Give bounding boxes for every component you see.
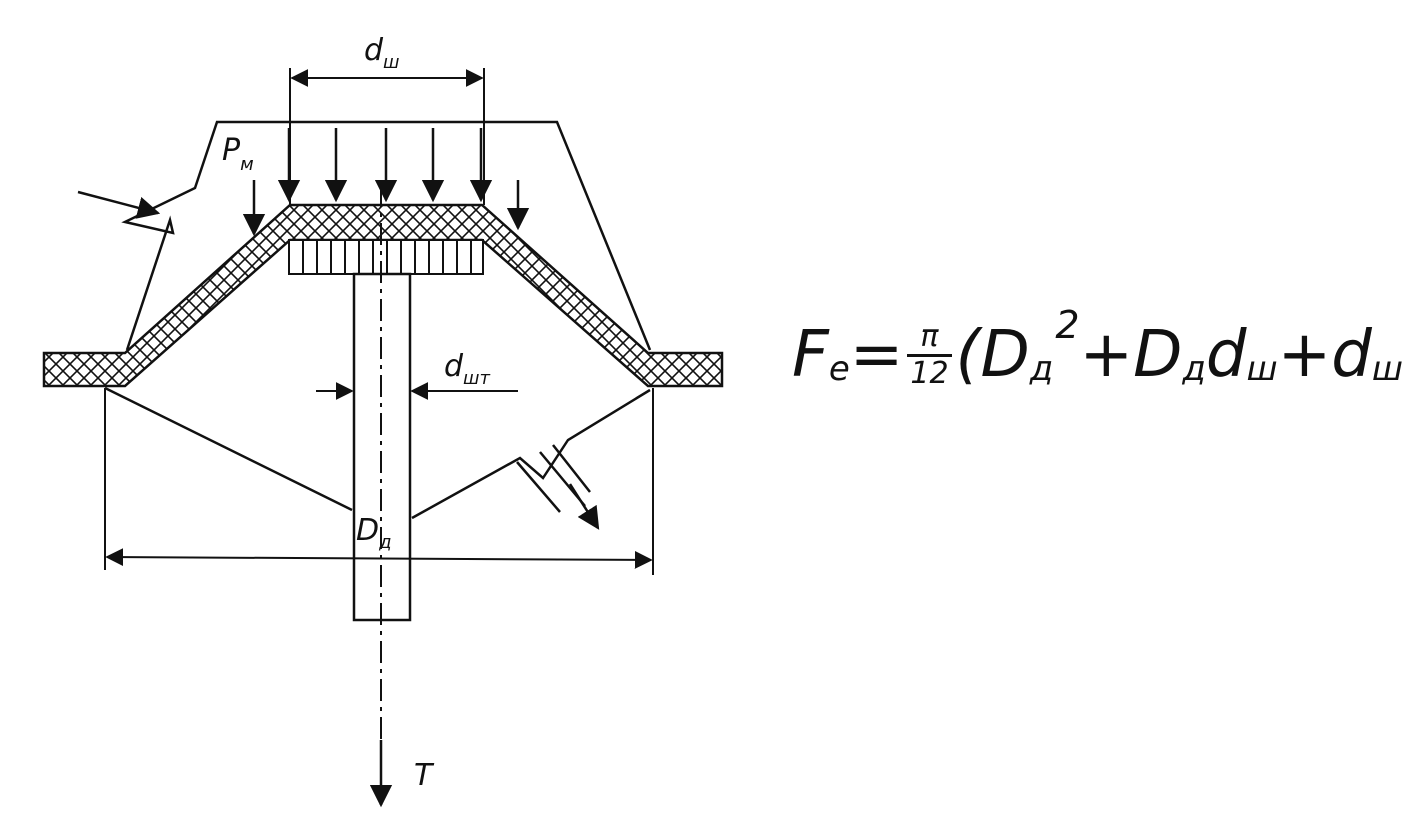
term1-sup: 2 bbox=[1055, 303, 1080, 347]
formula-plus-1: + bbox=[1079, 318, 1134, 392]
label-t: T bbox=[414, 758, 435, 793]
fraction-denominator: 12 bbox=[907, 353, 952, 389]
label-dwt: dшт bbox=[444, 349, 491, 389]
outlet-arrow bbox=[568, 483, 600, 530]
label-dw: dш bbox=[364, 33, 400, 73]
dimension-dd bbox=[104, 388, 654, 575]
formula-plus-2: + bbox=[1277, 318, 1332, 392]
lower-housing bbox=[104, 386, 651, 520]
label-pm: Pм bbox=[222, 133, 254, 175]
term2-second-sub: ш bbox=[1246, 349, 1278, 389]
outlet-nozzle bbox=[516, 444, 591, 513]
support-disk bbox=[288, 239, 484, 275]
formula-lhs: F bbox=[792, 318, 829, 392]
pressure-arrows bbox=[242, 128, 530, 237]
formula-open-paren: ( bbox=[955, 318, 981, 392]
term2-second-base: d bbox=[1205, 318, 1247, 392]
term2-first-base: D bbox=[1133, 318, 1183, 392]
formula-equals: = bbox=[849, 318, 904, 392]
label-dd: Dд bbox=[356, 513, 392, 553]
formula-lhs-sub: e bbox=[828, 349, 850, 389]
fraction-numerator: π bbox=[920, 318, 939, 354]
term1-base: D bbox=[980, 318, 1030, 392]
term3-sub: ш bbox=[1371, 349, 1404, 389]
term1-sub: д bbox=[1029, 349, 1054, 389]
term2-first-sub: д bbox=[1182, 349, 1206, 389]
inlet-arrow bbox=[77, 190, 161, 219]
term3-base: d bbox=[1331, 318, 1372, 392]
volume-formula: F e = π 12 ( D д 2 + D д d ш + d ш 2 ) bbox=[792, 303, 1404, 392]
formula-fraction: π 12 bbox=[907, 318, 952, 389]
